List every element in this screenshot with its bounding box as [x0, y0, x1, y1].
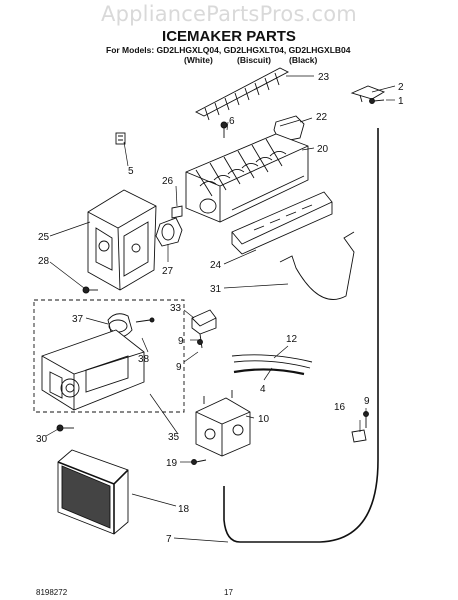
part-25-control-module	[87, 189, 157, 291]
part-35-cover	[41, 329, 145, 411]
part-4-tube	[233, 368, 305, 376]
part-28-screw	[82, 286, 98, 294]
callout-18: 18	[178, 504, 190, 515]
callout-22: 22	[316, 112, 328, 123]
callout-20: 20	[317, 144, 329, 155]
page-number: 17	[224, 588, 233, 597]
part-31-wire-arm	[279, 231, 355, 300]
callout-1: 1	[398, 96, 404, 107]
part-22-cover	[273, 115, 305, 143]
variant-biscuit: (Biscuit)	[237, 55, 271, 65]
part-1-screw	[369, 98, 385, 104]
part-23-ejector	[195, 67, 289, 121]
part-7-fill-tube	[223, 128, 379, 543]
callout-23: 23	[318, 72, 330, 83]
callout-9-c: 9	[364, 396, 370, 407]
variant-black: (Black)	[289, 55, 318, 65]
callout-4: 4	[260, 384, 266, 395]
part-16-clamp	[351, 429, 367, 443]
callout-12: 12	[286, 334, 298, 345]
callout-10: 10	[258, 414, 270, 425]
part-19-screw	[191, 459, 207, 465]
callout-2: 2	[398, 82, 404, 93]
part-10-water-valve	[195, 390, 251, 457]
callout-numbers: 23 2 1 6 22 5 20 26 25 28 27 24 31 33 37…	[36, 72, 404, 545]
doc-number: 8198272	[36, 588, 68, 597]
callout-24: 24	[210, 260, 222, 271]
callout-30: 30	[36, 434, 48, 445]
callout-9-a: 9	[178, 336, 184, 347]
callout-26: 26	[162, 176, 174, 187]
part-2-bracket	[350, 85, 386, 103]
watermark: AppliancePartsPros.com	[101, 2, 357, 26]
callout-31: 31	[210, 284, 222, 295]
part-26-thermostat	[171, 205, 183, 219]
page-title: ICEMAKER PARTS	[162, 28, 296, 45]
part-9-screw-a	[197, 333, 203, 349]
callout-33: 33	[170, 303, 182, 314]
callout-38: 38	[138, 354, 150, 365]
assembly-35-box	[33, 299, 185, 413]
callout-27: 27	[162, 266, 174, 277]
part-33-bracket	[191, 309, 217, 335]
callout-16: 16	[334, 402, 346, 413]
callout-7: 7	[166, 534, 172, 545]
part-27-coupling	[155, 217, 183, 247]
leader-lines	[45, 75, 396, 543]
variant-white: (White)	[184, 55, 213, 65]
part-18-insulation-pad	[57, 449, 129, 535]
callout-35: 35	[168, 432, 180, 443]
part-24-shelf	[231, 191, 333, 255]
callout-28: 28	[38, 256, 50, 267]
callout-19: 19	[166, 458, 178, 469]
callout-5: 5	[128, 166, 134, 177]
models-line: For Models: GD2LHGXLQ04, GD2LHGXLT04, GD…	[106, 45, 351, 55]
part-5-clip	[115, 132, 126, 145]
part-12-tube	[231, 354, 313, 369]
part-6-screw	[220, 121, 228, 138]
part-20-ice-mold	[185, 133, 309, 223]
callout-9-b: 9	[176, 362, 182, 373]
callout-6: 6	[229, 116, 235, 127]
callout-37: 37	[72, 314, 84, 325]
part-38-plug	[135, 317, 155, 323]
callout-25: 25	[38, 232, 50, 243]
